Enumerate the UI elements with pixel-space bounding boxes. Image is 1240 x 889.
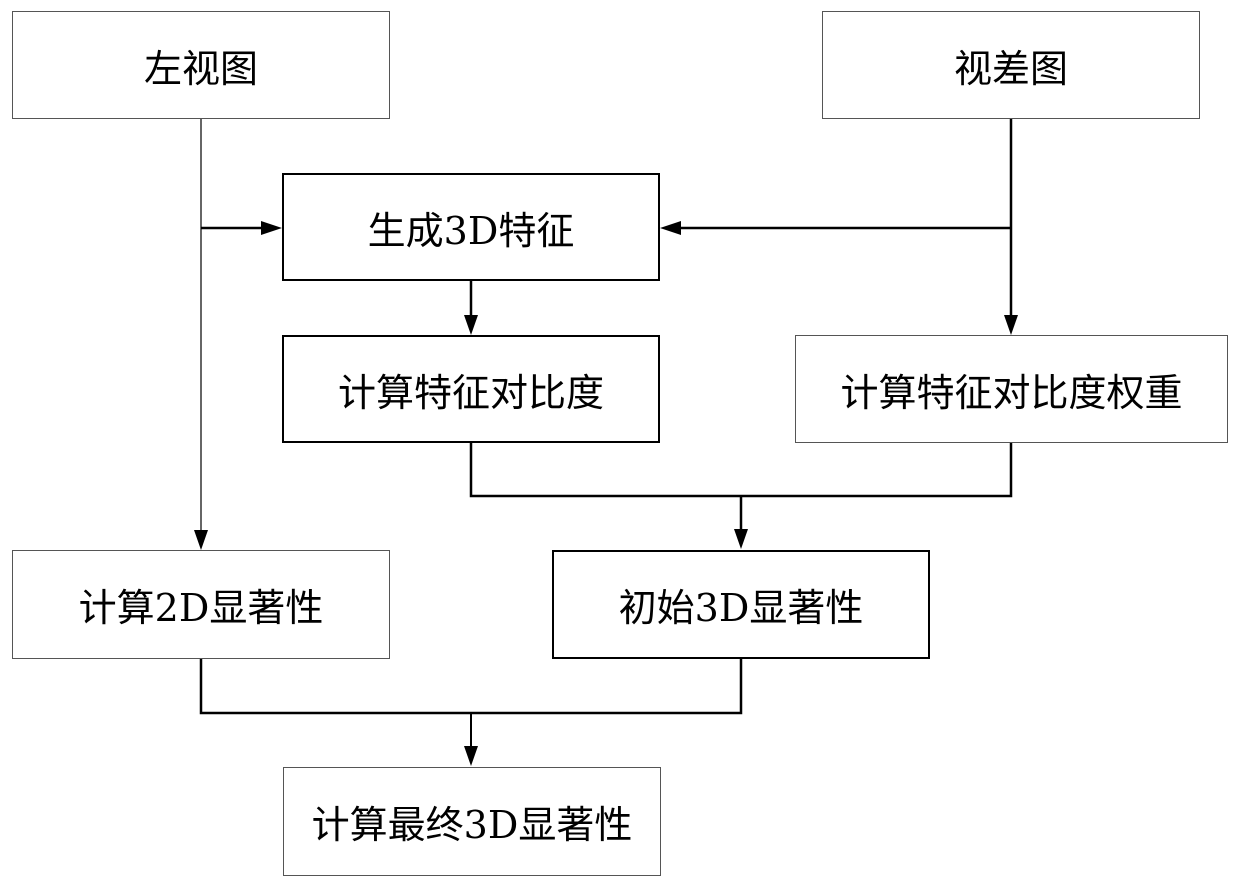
node-generate-3d-features: 生成3D特征 — [282, 173, 660, 281]
edge-contrast-weight-merge — [471, 443, 1011, 496]
edge-disparity-to-weight-arrow — [1004, 315, 1018, 335]
node-compute-feature-contrast: 计算特征对比度 — [282, 335, 660, 443]
node-label: 计算特征对比度权重 — [840, 362, 1182, 417]
node-disparity-map: 视差图 — [822, 11, 1200, 119]
arrow-head — [660, 221, 681, 235]
node-final-3d-saliency: 计算最终3D显著性 — [283, 767, 661, 876]
node-left-view: 左视图 — [12, 11, 390, 119]
node-label: 左视图 — [144, 38, 258, 93]
node-label: 计算2D显著性 — [79, 577, 324, 632]
node-compute-2d-saliency: 计算2D显著性 — [12, 550, 390, 659]
node-compute-contrast-weight: 计算特征对比度权重 — [795, 335, 1228, 443]
node-initial-3d-saliency: 初始3D显著性 — [552, 550, 930, 659]
node-label: 生成3D特征 — [368, 200, 575, 255]
edge-2d-initial-merge — [201, 659, 741, 713]
arrow-head — [734, 529, 748, 549]
node-label: 计算特征对比度 — [338, 362, 604, 417]
arrow-head — [464, 315, 478, 335]
arrow-head — [464, 746, 478, 766]
node-label: 初始3D显著性 — [619, 577, 864, 632]
node-label: 视差图 — [954, 38, 1068, 93]
arrow-head — [261, 221, 282, 235]
edge-left-view-to-2d-saliency-arrow — [194, 530, 208, 550]
node-label: 计算最终3D显著性 — [312, 794, 633, 849]
